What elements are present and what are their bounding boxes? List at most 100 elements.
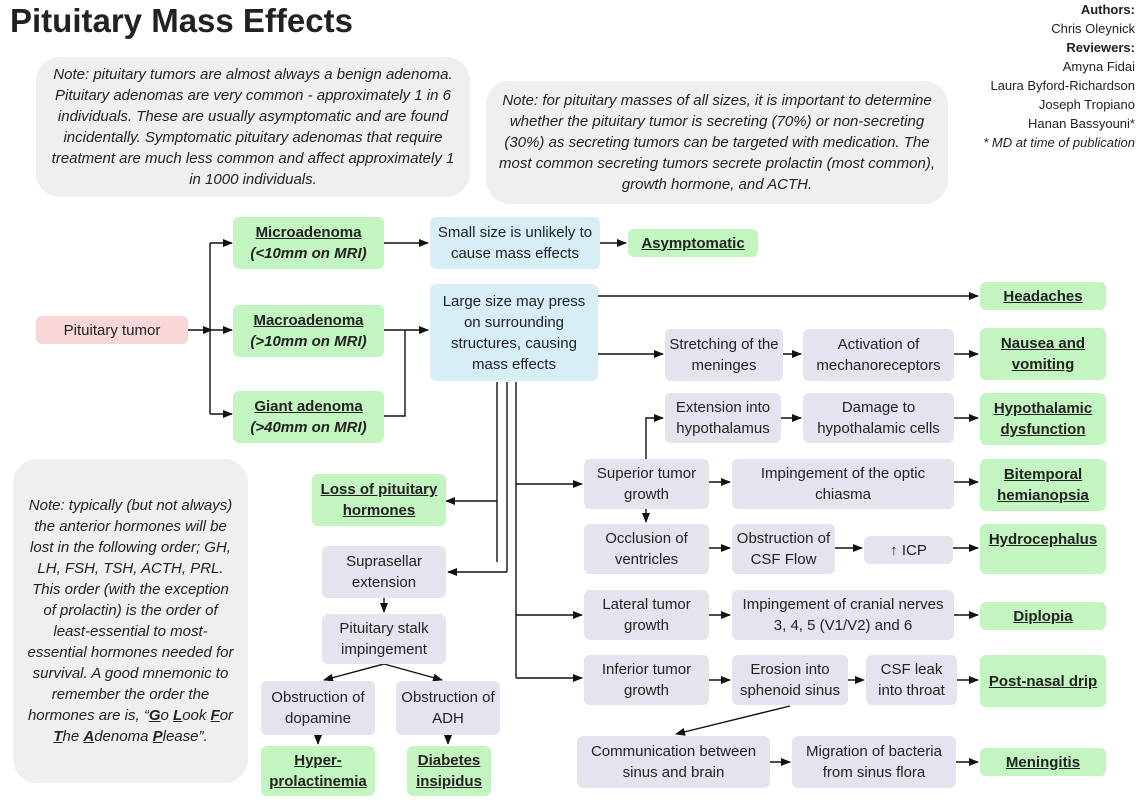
node-impingement-optic: Impingement of the optic chiasma <box>732 459 954 509</box>
note-secreting: Note: for pituitary masses of all sizes,… <box>486 81 948 204</box>
node-extension-hypothalamus: Extension into hypothalamus <box>665 393 781 443</box>
node-icp-label: ↑ ICP <box>890 541 927 559</box>
node-activation-mechanoreceptors-label: Activation of mechanoreceptors <box>816 336 941 374</box>
node-giant-adenoma-title: Giant adenoma <box>254 398 363 415</box>
node-occlusion-ventricles: Occlusion of ventricles <box>584 524 709 574</box>
reviewer-name: Joseph Tropiano <box>1038 97 1135 112</box>
node-occlusion-ventricles-label: Occlusion of ventricles <box>605 530 688 568</box>
node-obstruction-csf-label: Obstruction of CSF Flow <box>736 530 831 568</box>
node-inferior-growth: Inferior tumor growth <box>584 655 709 705</box>
node-extension-hypothalamus-label: Extension into hypothalamus <box>675 399 771 437</box>
node-damage-hypothalamic-cells: Damage to hypothalamic cells <box>803 393 954 443</box>
node-nausea-vomiting: Nausea and vomiting <box>980 328 1106 380</box>
mnemonic-letter: L <box>173 707 183 724</box>
mnemonic-letter: A <box>83 728 95 745</box>
node-csf-leak-label: CSF leak into throat <box>878 661 945 699</box>
mnemonic-rest: he <box>62 728 80 745</box>
node-headaches-label: Headaches <box>1003 287 1083 305</box>
node-asymptomatic: Asymptomatic <box>628 229 758 257</box>
author-name: Chris Oleynick <box>1051 21 1135 36</box>
node-loss-pituitary-hormones: Loss of pituitary hormones <box>312 474 446 526</box>
node-hydrocephalus-label: Hydrocephalus <box>988 531 1098 548</box>
node-migration-bacteria: Migration of bacteria from sinus flora <box>792 736 956 788</box>
node-giant-adenoma-sub: (>40mm on MRI) <box>250 419 367 436</box>
node-activation-mechanoreceptors: Activation of mechanoreceptors <box>803 329 954 381</box>
node-stalk-impingement: Pituitary stalk impingement <box>322 614 446 664</box>
note-prevalence-text: Note: pituitary tumors are almost always… <box>51 66 455 188</box>
node-hyperprolactinemia-label: Hyper- prolactinemia <box>269 752 367 790</box>
node-icp: ↑ ICP <box>864 536 953 564</box>
mnemonic-rest: denoma <box>94 728 149 745</box>
node-communication-label: Communication between sinus and brain <box>590 743 757 781</box>
note-prevalence: Note: pituitary tumors are almost always… <box>36 57 470 197</box>
node-macroadenoma-title: Macroadenoma <box>253 312 364 329</box>
node-inferior-growth-label: Inferior tumor growth <box>601 661 692 699</box>
node-lateral-growth-label: Lateral tumor growth <box>602 596 691 634</box>
node-post-nasal-drip-label: Post-nasal drip <box>988 672 1098 690</box>
node-diabetes-insipidus: Diabetes insipidus <box>407 746 491 796</box>
node-headaches: Headaches <box>980 282 1106 310</box>
node-impingement-cranial-label: Impingement of cranial nerves 3, 4, 5 (V… <box>742 596 944 634</box>
note-hormone-order-text: Note: typically (but not always) the ant… <box>27 495 234 747</box>
node-obstruction-adh: Obstruction of ADH <box>396 681 500 735</box>
node-microadenoma-title: Microadenoma <box>255 224 362 241</box>
node-damage-hypothalamic-cells-label: Damage to hypothalamic cells <box>817 399 940 437</box>
reviewers-label: Reviewers: <box>1066 40 1135 55</box>
node-pituitary-tumor: Pituitary tumor <box>36 316 188 344</box>
note-hormone-order-body: Note: typically (but not always) the ant… <box>27 497 234 724</box>
node-large-size: Large size may press on surrounding stru… <box>430 284 598 381</box>
node-obstruction-csf: Obstruction of CSF Flow <box>732 524 835 574</box>
mnemonic-rest: lease <box>162 728 199 745</box>
node-communication: Communication between sinus and brain <box>577 736 770 788</box>
node-nausea-vomiting-label: Nausea and vomiting <box>1000 335 1086 373</box>
node-bitemporal-hemianopsia: Bitemporal hemianopsia <box>980 459 1106 511</box>
node-hypothalamic-dysfunction: Hypothalamic dysfunction <box>980 393 1106 445</box>
reviewer-name: Amyna Fidai <box>1062 59 1135 74</box>
node-migration-bacteria-label: Migration of bacteria from sinus flora <box>806 743 942 781</box>
page-title: Pituitary Mass Effects <box>10 2 353 39</box>
note-secreting-text: Note: for pituitary masses of all sizes,… <box>499 92 935 193</box>
node-diplopia: Diplopia <box>980 602 1106 630</box>
node-hyperprolactinemia: Hyper- prolactinemia <box>261 746 375 796</box>
node-loss-pituitary-hormones-label: Loss of pituitary hormones <box>320 481 438 519</box>
node-large-size-label: Large size may press on surrounding stru… <box>442 292 586 373</box>
node-obstruction-dopamine-label: Obstruction of dopamine <box>271 689 365 727</box>
node-pituitary-tumor-label: Pituitary tumor <box>63 321 161 339</box>
mnemonic-rest: o <box>160 707 169 724</box>
reviewer-name: Laura Byford-Richardson <box>990 78 1135 93</box>
mnemonic-rest: or <box>219 707 234 724</box>
node-impingement-optic-label: Impingement of the optic chiasma <box>760 465 926 503</box>
mnemonic-letter: P <box>152 728 163 745</box>
node-small-size-label: Small size is unlikely to cause mass eff… <box>437 224 593 262</box>
mnemonic-open-quote: “ <box>143 707 149 724</box>
node-erosion-sphenoid-label: Erosion into sphenoid sinus <box>739 661 841 699</box>
credits: Authors: Chris Oleynick Reviewers: Amyna… <box>983 0 1135 152</box>
reviewer-name: Hanan Bassyouni* <box>1028 116 1135 131</box>
mnemonic-letter: G <box>148 707 161 724</box>
node-asymptomatic-label: Asymptomatic <box>641 234 745 252</box>
node-hypothalamic-dysfunction-label: Hypothalamic dysfunction <box>993 400 1093 438</box>
note-hormone-order: Note: typically (but not always) the ant… <box>13 459 248 783</box>
node-diabetes-insipidus-label: Diabetes insipidus <box>416 752 482 790</box>
node-microadenoma: Microadenoma (<10mm on MRI) <box>233 217 384 269</box>
node-obstruction-dopamine: Obstruction of dopamine <box>261 681 375 735</box>
node-microadenoma-sub: (<10mm on MRI) <box>250 245 367 262</box>
node-suprasellar-extension-label: Suprasellar extension <box>346 553 422 591</box>
node-meningitis-label: Meningitis <box>1005 753 1081 771</box>
node-bitemporal-hemianopsia-label: Bitemporal hemianopsia <box>997 466 1089 504</box>
node-macroadenoma-sub: (>10mm on MRI) <box>250 333 367 350</box>
node-impingement-cranial: Impingement of cranial nerves 3, 4, 5 (V… <box>732 590 954 640</box>
credits-footnote: * MD at time of publication <box>983 135 1135 150</box>
node-meningitis: Meningitis <box>980 748 1106 776</box>
node-small-size: Small size is unlikely to cause mass eff… <box>430 217 600 269</box>
node-superior-growth-label: Superior tumor growth <box>596 465 697 503</box>
node-stretching-meninges: Stretching of the meninges <box>665 329 783 381</box>
mnemonic-letter: T <box>53 728 63 745</box>
node-stretching-meninges-label: Stretching of the meninges <box>669 336 779 374</box>
node-macroadenoma: Macroadenoma (>10mm on MRI) <box>233 305 384 357</box>
mnemonic-letter: F <box>210 707 220 724</box>
node-suprasellar-extension: Suprasellar extension <box>322 546 446 598</box>
node-diplopia-label: Diplopia <box>1013 607 1073 625</box>
node-post-nasal-drip: Post-nasal drip <box>980 655 1106 707</box>
